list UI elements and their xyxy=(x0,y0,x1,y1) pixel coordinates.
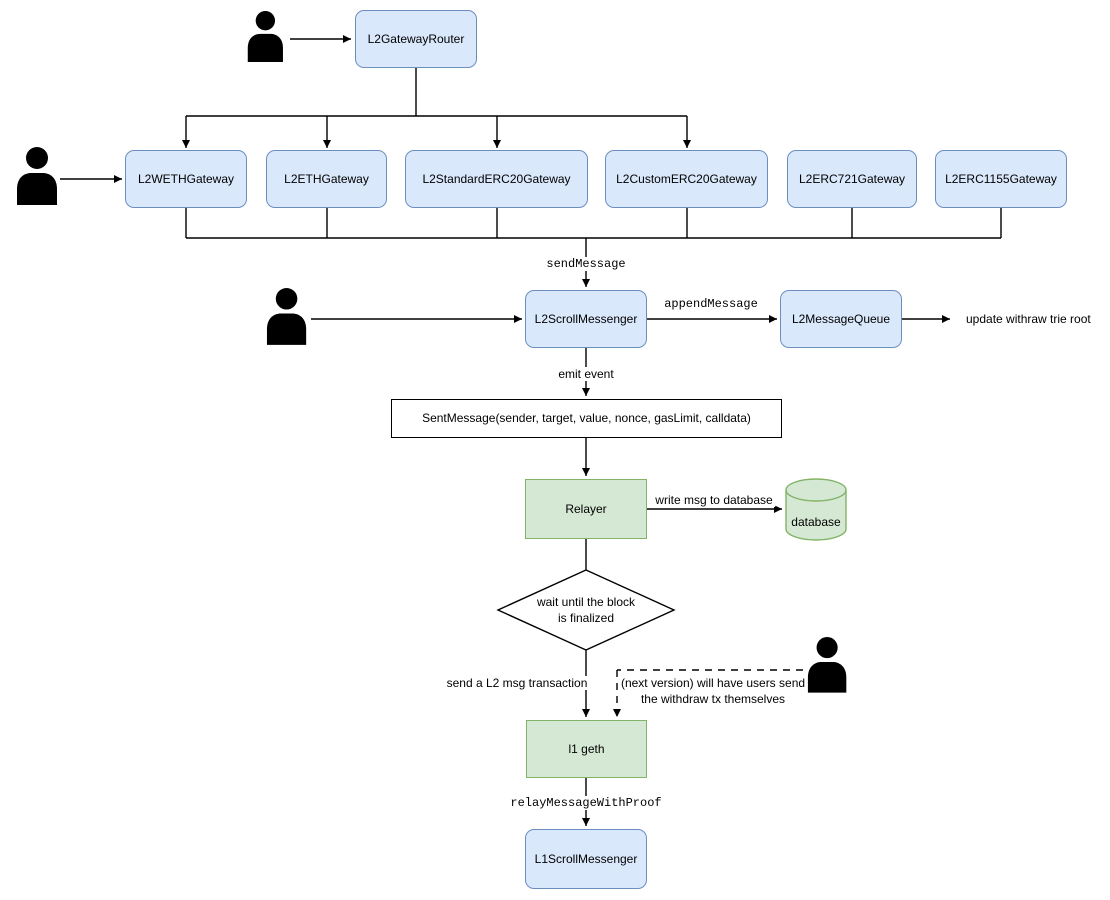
node-label: L2CustomERC20Gateway xyxy=(616,171,757,186)
edge-label-send-l2-tx: send a L2 msg transaction xyxy=(443,676,591,690)
node-l2-message-queue: L2MessageQueue xyxy=(780,290,902,348)
node-l2-standard-erc20-gateway: L2StandardERC20Gateway xyxy=(405,150,588,208)
node-label: Relayer xyxy=(565,501,607,516)
node-relayer: Relayer xyxy=(525,479,647,539)
node-label: L2StandardERC20Gateway xyxy=(422,171,571,186)
user-icon xyxy=(807,637,847,693)
edge-label-send-message: sendMessage xyxy=(543,257,629,271)
node-l2-eth-gateway: L2ETHGateway xyxy=(266,150,387,208)
edge-label-update-root: update withraw trie root xyxy=(963,312,1094,326)
node-l2-custom-erc20-gateway: L2CustomERC20Gateway xyxy=(605,150,768,208)
edge-label-emit-event: emit event xyxy=(555,367,617,381)
node-l2-weth-gateway: L2WETHGateway xyxy=(125,150,247,208)
node-label: L2ERC721Gateway xyxy=(798,171,906,186)
edge-label-next-version-line2: the withdraw tx themselves xyxy=(640,692,786,706)
edge-label-append-message: appendMessage xyxy=(661,297,761,311)
decision-label-line2: is finalized xyxy=(557,611,615,625)
decision-label-line1: wait until the block xyxy=(536,595,636,609)
decision-label: wait until the block is finalized xyxy=(537,594,635,626)
node-label: l1 geth xyxy=(568,741,605,756)
node-l2-scroll-messenger: L2ScrollMessenger xyxy=(525,290,647,348)
node-label: L2WETHGateway xyxy=(137,171,235,186)
node-sent-message-event: SentMessage(sender, target, value, nonce… xyxy=(391,399,782,438)
node-label: L2GatewayRouter xyxy=(367,31,465,46)
node-l1-geth: l1 geth xyxy=(526,720,647,778)
node-label: L2ERC1155Gateway xyxy=(945,171,1057,186)
database-cylinder xyxy=(785,478,847,541)
node-l1-scroll-messenger: L1ScrollMessenger xyxy=(525,829,647,889)
edge-label-relay-proof: relayMessageWithProof xyxy=(507,796,665,810)
edge-label-write-db: write msg to database xyxy=(652,493,776,507)
node-label: SentMessage(sender, target, value, nonce… xyxy=(422,411,751,425)
user-icon xyxy=(17,147,57,205)
user-icon xyxy=(247,11,283,63)
edge-label-next-version: (next version) will have users send the … xyxy=(621,675,805,707)
node-label: L1ScrollMessenger xyxy=(534,851,638,866)
decision-diamond-shape xyxy=(496,569,676,651)
user-icon xyxy=(266,288,307,345)
database-label: database xyxy=(791,515,841,529)
node-l2-erc1155-gateway: L2ERC1155Gateway xyxy=(935,150,1067,208)
edge-label-next-version-line1: (next version) will have users send xyxy=(620,676,806,690)
node-label: L2ScrollMessenger xyxy=(534,311,638,326)
node-l2-erc721-gateway: L2ERC721Gateway xyxy=(787,150,917,208)
node-l2-gateway-router: L2GatewayRouter xyxy=(355,10,477,68)
node-label: L2MessageQueue xyxy=(791,311,891,326)
node-label: L2ETHGateway xyxy=(284,171,369,186)
